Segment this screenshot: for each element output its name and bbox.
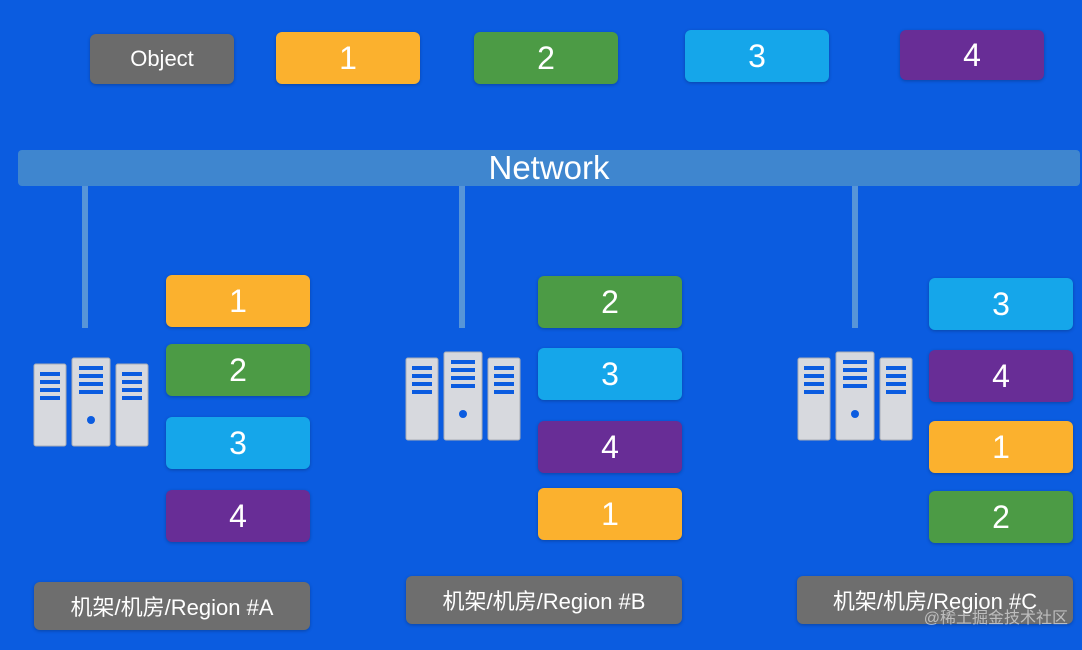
region-b-label: 机架/机房/Region #B xyxy=(406,576,682,624)
server-rack-icon xyxy=(797,351,913,441)
region-a-label: 机架/机房/Region #A xyxy=(34,582,310,630)
watermark: @稀土掘金技术社区 xyxy=(923,610,1068,627)
object-block-3: 3 xyxy=(685,30,829,82)
region-c-label: 机架/机房/Region #C xyxy=(797,576,1073,624)
region-a-block-3: 3 xyxy=(166,417,310,469)
region-b-block-3: 4 xyxy=(538,421,682,473)
region-c-block-3: 1 xyxy=(929,421,1073,473)
object-block-1: 1 xyxy=(276,32,420,84)
region-a-block-4: 4 xyxy=(166,490,310,542)
network-bar: Network xyxy=(18,149,1080,186)
region-b-block-2: 3 xyxy=(538,348,682,400)
object-label: Object xyxy=(90,34,234,84)
region-b-block-4: 1 xyxy=(538,488,682,540)
region-a-block-2: 2 xyxy=(166,344,310,396)
region-c-block-1: 3 xyxy=(929,278,1073,330)
region-c-block-4: 2 xyxy=(929,491,1073,543)
connector-line-b xyxy=(459,186,465,328)
server-rack-icon xyxy=(33,357,149,447)
connector-line-c xyxy=(852,186,858,328)
server-rack-icon xyxy=(405,351,521,441)
object-block-4: 4 xyxy=(900,30,1044,80)
connector-line-a xyxy=(82,186,88,328)
region-b-block-1: 2 xyxy=(538,276,682,328)
region-a-block-1: 1 xyxy=(166,275,310,327)
object-block-2: 2 xyxy=(474,32,618,84)
region-c-block-2: 4 xyxy=(929,350,1073,402)
